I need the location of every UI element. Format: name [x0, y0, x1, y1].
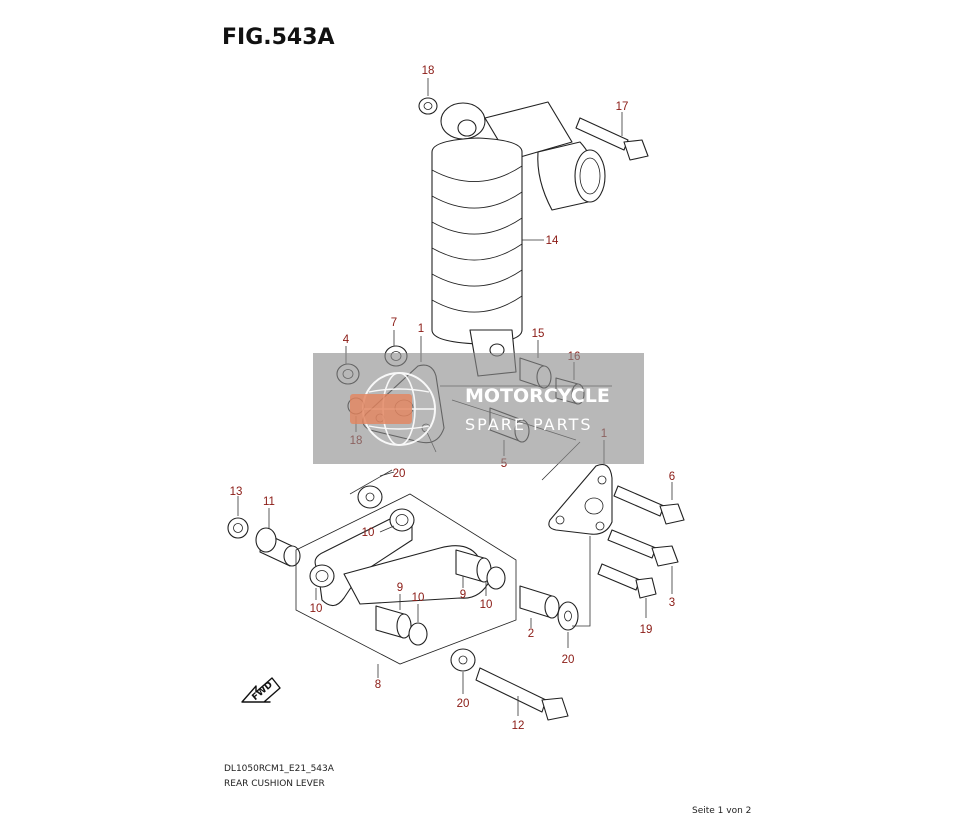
bolt-17: [575, 117, 649, 161]
washer-20-upper: [357, 485, 383, 509]
model-code: DL1050RCM1_E21_543A: [224, 764, 335, 774]
callout-10-mid: 10: [412, 592, 425, 604]
page-indicator: Seite 1 von 2: [692, 806, 751, 816]
callout-12: 12: [512, 720, 525, 732]
nut-18-top: [418, 97, 438, 115]
figure-title: FIG.543A: [222, 25, 335, 50]
cushion-lever-assembly: [295, 493, 517, 665]
watermark: MOTORCYCLE SPARE PARTS: [313, 353, 644, 464]
washer-20-right: [557, 601, 579, 631]
callout-9: 9: [397, 582, 403, 594]
callout-10-right: 10: [480, 599, 493, 611]
watermark-line1: MOTORCYCLE: [465, 385, 610, 407]
callout-20-bottom: 20: [457, 698, 470, 710]
bolt-12: [475, 667, 569, 721]
callout-10-left: 10: [310, 603, 323, 615]
bolt-6: [613, 485, 685, 525]
callout-2: 2: [528, 628, 534, 640]
callout-7: 7: [391, 317, 397, 329]
callout-4: 4: [343, 334, 350, 346]
callout-15: 15: [532, 328, 545, 340]
right-bracket: [548, 463, 613, 535]
callout-6: 6: [669, 471, 675, 483]
callout-13: 13: [230, 486, 243, 498]
callout-17: 17: [616, 101, 629, 113]
callout-8: 8: [375, 679, 381, 691]
globe-icon: [350, 372, 436, 446]
rear-shock-absorber: [431, 101, 606, 377]
nut-13: [227, 517, 249, 539]
bolt-3: [607, 529, 679, 567]
spacer-2: [519, 585, 560, 619]
callout-20-right: 20: [562, 654, 575, 666]
callout-3: 3: [669, 597, 675, 609]
callout-20-upper: 20: [393, 468, 406, 480]
callout-9-right: 9: [460, 589, 466, 601]
washer-20-bottom: [450, 648, 476, 672]
callout-18: 18: [422, 65, 435, 77]
fwd-direction-badge: FWD: [241, 677, 281, 703]
watermark-line2: SPARE PARTS: [465, 415, 593, 434]
callout-10-top: 10: [362, 527, 375, 539]
bolt-19: [597, 563, 657, 599]
figure-caption: REAR CUSHION LEVER: [224, 779, 325, 789]
callout-1: 1: [418, 323, 424, 335]
collar-11: [255, 527, 301, 567]
callout-19: 19: [640, 624, 653, 636]
callout-11: 11: [263, 496, 275, 508]
callout-14: 14: [546, 235, 559, 247]
